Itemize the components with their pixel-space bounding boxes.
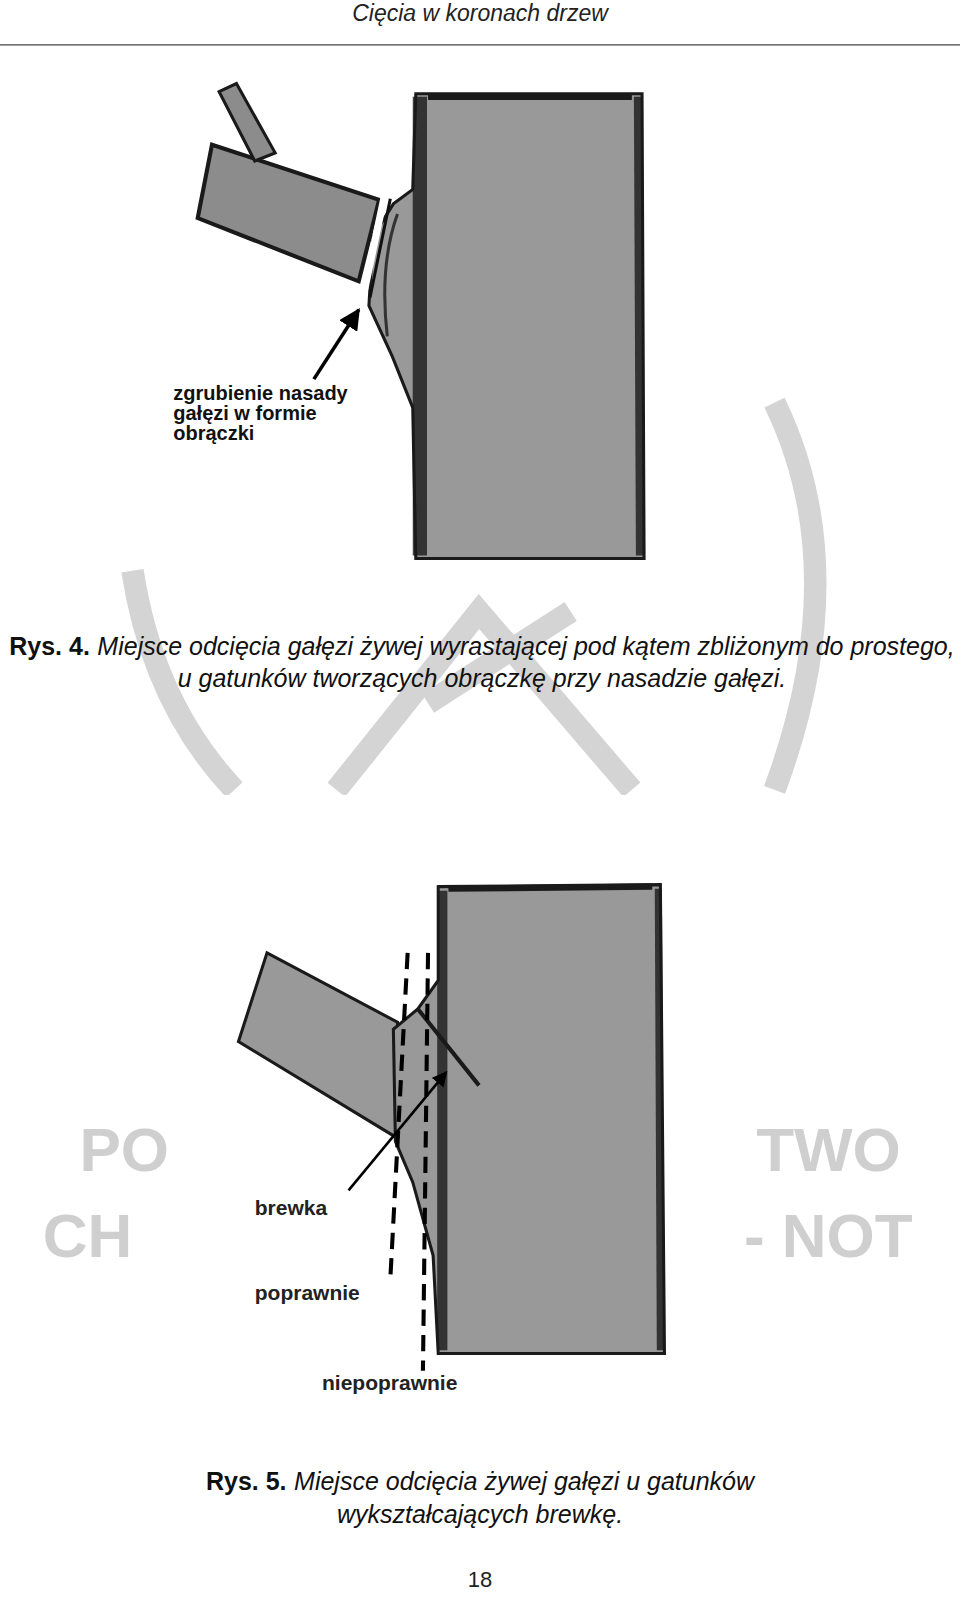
label-text: niepoprawnie: [322, 1371, 457, 1394]
page-number: 18: [429, 1569, 531, 1591]
label-text: TWO: [756, 1115, 901, 1184]
header-rule: [0, 44, 960, 45]
label-text: Miejsce odcięcia gałęzi żywej wyrastając…: [97, 632, 954, 693]
leader-arrow: [349, 1072, 447, 1190]
tree-figure-4: [198, 84, 644, 559]
watermark-text: - NOT: [744, 1205, 948, 1267]
leader-arrow: [314, 310, 359, 379]
watermark-text: CH: [43, 1205, 165, 1267]
header-text: Cięcia w koronach drzew: [352, 0, 608, 26]
callout-label: brewka: [255, 1197, 377, 1218]
correct-cut-line: [390, 953, 407, 1279]
label-text: Miejsce odcięcia żywej gałęzi u gatunków…: [294, 1467, 754, 1528]
callout-label: zgrubienie nasady gałęzi w formie obrącz…: [173, 383, 387, 443]
watermark-text: TWO: [756, 1119, 909, 1181]
incorrect-cut-line: [423, 953, 428, 1371]
label-text: CH: [43, 1201, 133, 1270]
label-text: zgrubienie nasady gałęzi w formie obrącz…: [173, 382, 348, 444]
figure-caption: Rys. 4.Miejsce odcięcia gałęzi żywej wyr…: [4, 630, 960, 695]
label-text: - NOT: [744, 1201, 913, 1270]
callout-label: niepoprawnie: [322, 1372, 526, 1393]
page-header: Cięcia w koronach drzew: [0, 0, 960, 27]
callout-label: poprawnie: [255, 1282, 418, 1303]
figure-caption: Rys. 5.Miejsce odcięcia żywej gałęzi u g…: [143, 1465, 818, 1530]
label-text: brewka: [255, 1196, 327, 1219]
figure-number: Rys. 5.: [206, 1467, 287, 1495]
watermark-text: PO: [79, 1119, 201, 1181]
label-text: PO: [79, 1115, 169, 1184]
label-text: poprawnie: [255, 1281, 360, 1304]
tree-figure-5: [238, 885, 664, 1371]
label-text: 18: [468, 1567, 492, 1592]
figure-number: Rys. 4.: [9, 632, 90, 660]
